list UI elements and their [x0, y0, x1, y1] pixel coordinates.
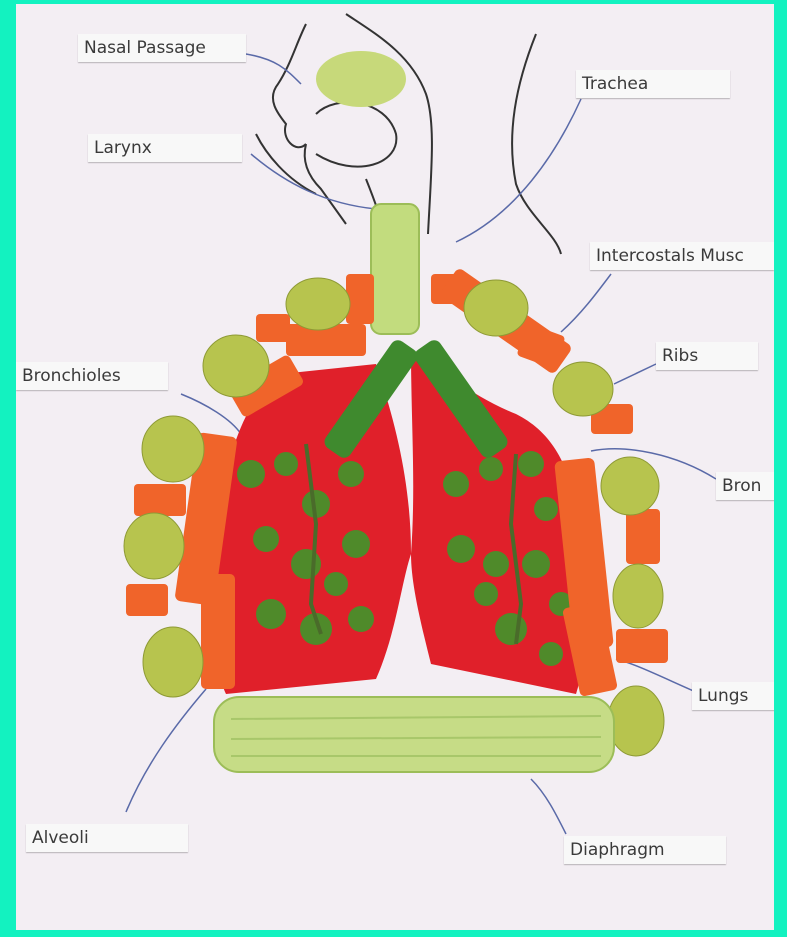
label-intercostals-muscles: Intercostals Musc	[590, 242, 774, 270]
label-bronchi: Bron	[716, 472, 774, 500]
label-trachea: Trachea	[576, 70, 730, 98]
label-bronchioles: Bronchioles	[16, 362, 168, 390]
label-diaphragm: Diaphragm	[564, 836, 726, 864]
label-alveoli: Alveoli	[26, 824, 188, 852]
label-nasal-passage: Nasal Passage	[78, 34, 246, 62]
label-larynx: Larynx	[88, 134, 242, 162]
nasal-passage-model	[316, 51, 406, 107]
label-ribs: Ribs	[656, 342, 758, 370]
diaphragm-celery	[214, 697, 614, 772]
paper-sheet: Nasal Passage Trachea Larynx Intercostal…	[16, 4, 774, 930]
label-lungs: Lungs	[692, 682, 774, 710]
